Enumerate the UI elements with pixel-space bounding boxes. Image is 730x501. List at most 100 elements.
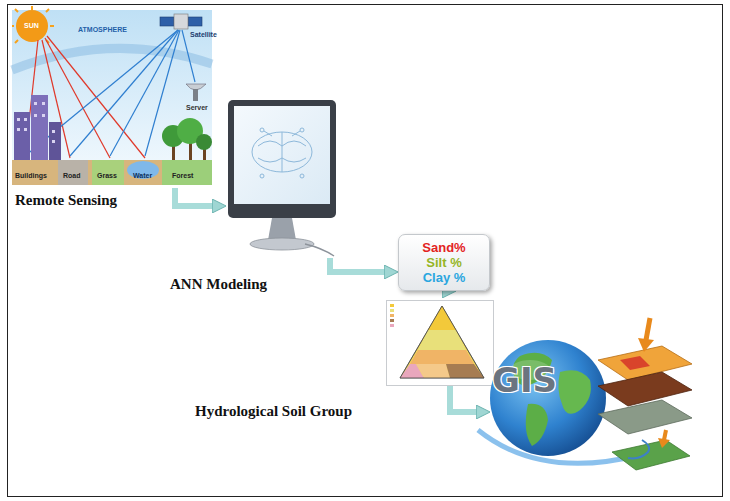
trees-part xyxy=(196,134,212,150)
map-layers-part xyxy=(598,400,692,434)
figure-caption: GIS xyxy=(492,362,557,398)
triangle-legend-part xyxy=(390,309,394,312)
computer-icon-part-part xyxy=(264,131,272,136)
sun-icon-part-part xyxy=(15,9,18,12)
remote-sensing-scene xyxy=(12,6,212,185)
map-layers-part xyxy=(620,356,650,370)
ground-part xyxy=(162,160,212,185)
buildings-part-part xyxy=(42,114,45,117)
fraction-text: Clay % xyxy=(423,270,466,285)
satellite-icon-part xyxy=(160,17,174,26)
computer-icon-part-part xyxy=(300,174,304,178)
server-dish xyxy=(186,84,206,101)
texture-triangle-part xyxy=(418,330,466,350)
satellite-label: Satellite xyxy=(190,31,217,39)
gis-globe-part xyxy=(490,340,606,456)
triangle-legend xyxy=(390,304,394,327)
buildings-part-part xyxy=(24,128,27,131)
ground-label: Grass xyxy=(97,172,117,180)
buildings-part xyxy=(49,122,61,160)
fraction-text: Silt % xyxy=(426,255,461,270)
soil-fraction-box: Sand%Silt %Clay % xyxy=(398,234,490,291)
ground-label: Road xyxy=(63,172,81,180)
ground-part xyxy=(92,160,124,185)
computer-icon-part xyxy=(250,238,314,250)
server-dish-part xyxy=(193,89,198,101)
flow-arrow xyxy=(330,258,387,272)
buildings-part xyxy=(14,112,30,160)
gis-globe xyxy=(478,318,692,470)
computer-icon-part xyxy=(268,218,296,240)
flow-arrow xyxy=(175,188,215,206)
gis-globe-figure: GIS xyxy=(490,330,690,492)
buildings-part xyxy=(31,95,48,160)
sun-icon-part-part xyxy=(50,25,54,27)
buildings-part-part xyxy=(52,130,55,133)
map-layers-part xyxy=(664,430,666,440)
sun-icon-part-part xyxy=(46,9,49,12)
atmosphere-label: ATMOSPHERE xyxy=(78,26,127,34)
texture-triangle-part xyxy=(400,306,484,378)
satellite-icon xyxy=(160,14,202,29)
triangle-legend-part xyxy=(390,314,394,317)
computer-icon-part-part xyxy=(282,132,283,172)
map-layers-part xyxy=(598,372,692,406)
remote-sensing-figure: Remote Sensing xyxy=(12,10,212,188)
sun-label: SUN xyxy=(24,22,39,30)
buildings-part-part xyxy=(17,118,20,121)
figure-caption: Hydrological Soil Group xyxy=(195,403,352,420)
sun-icon-part xyxy=(16,10,48,42)
texture-triangle-part xyxy=(410,350,474,364)
ground-label: Water xyxy=(133,172,152,180)
buildings-part-part xyxy=(17,128,20,131)
ground xyxy=(12,160,212,185)
texture-triangle-part xyxy=(387,301,494,386)
map-layers-part xyxy=(598,346,692,380)
computer-icon-part xyxy=(252,128,312,178)
satellite-icon-part xyxy=(188,17,202,26)
ground-label: Buildings xyxy=(15,172,47,180)
sun-icon-part-part xyxy=(15,40,18,43)
buildings xyxy=(14,95,61,160)
texture-triangle-part xyxy=(416,364,450,378)
sun-icon-part-part xyxy=(12,25,14,27)
computer-icon-part xyxy=(228,100,336,218)
triangle-legend-part xyxy=(390,304,394,307)
computer-icon-part-part xyxy=(252,132,312,172)
buildings-part-part xyxy=(34,114,37,117)
map-layers xyxy=(598,318,692,470)
flow-arrow xyxy=(450,386,479,412)
trees xyxy=(162,118,212,160)
server-label: Server xyxy=(186,104,208,112)
map-layers-part xyxy=(612,440,690,470)
computer-icon-part-part xyxy=(260,174,264,178)
ann-computer-figure: ANN Modeling xyxy=(226,98,338,258)
solar-rays-part xyxy=(45,38,110,158)
gis-globe-part xyxy=(558,370,590,414)
remote-sensing-scene-part xyxy=(12,10,212,162)
triangle-legend-part xyxy=(390,324,394,327)
buildings-part-part xyxy=(52,140,55,143)
ground-part xyxy=(127,161,159,179)
texture-triangle-figure: Hydrological Soil Group xyxy=(386,300,494,386)
buildings-part-part xyxy=(24,118,27,121)
texture-triangle xyxy=(387,301,494,386)
reflected-rays-part xyxy=(70,30,178,156)
ground-part xyxy=(12,160,212,185)
figure-caption: ANN Modeling xyxy=(170,276,267,293)
computer-icon-part xyxy=(234,106,330,204)
map-layers-part xyxy=(628,440,649,458)
map-layers-part xyxy=(646,318,650,340)
texture-triangle-part xyxy=(446,364,484,378)
computer-icon-part xyxy=(305,244,334,256)
sun-icon-part-part xyxy=(31,6,33,10)
texture-triangle-part xyxy=(400,306,484,378)
remote-sensing-scene-part xyxy=(12,48,212,70)
computer-icon-part-part xyxy=(260,128,264,132)
frame xyxy=(8,5,723,497)
ground-part xyxy=(58,160,88,185)
buildings-part-part xyxy=(42,102,45,105)
